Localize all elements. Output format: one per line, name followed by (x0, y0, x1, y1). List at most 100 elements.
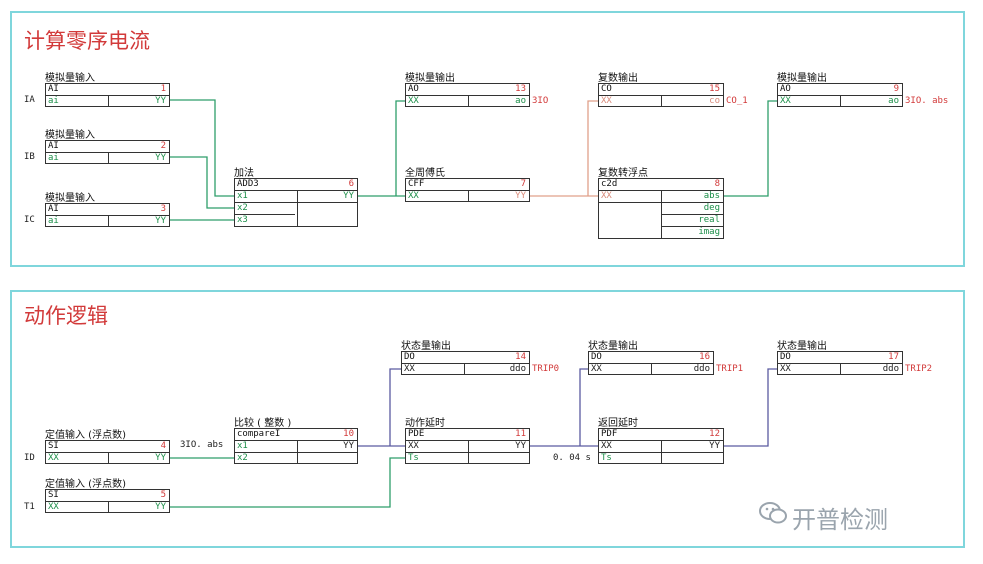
block-label: 加法 (234, 168, 254, 179)
input-pin-xx[interactable]: XX (601, 441, 612, 451)
block-name: DO (404, 352, 415, 362)
block-number: 14 (515, 352, 526, 362)
output-pin-imag[interactable]: imag (698, 227, 720, 237)
input-pin[interactable]: XX (408, 191, 419, 201)
input-pin[interactable]: XX (591, 364, 602, 374)
wire-ai1-add3 (170, 99, 234, 197)
output-pin[interactable]: YY (515, 441, 526, 451)
input-pin[interactable]: ai (48, 216, 59, 226)
output-pin[interactable]: ao (888, 96, 899, 106)
block-number: 13 (515, 84, 526, 94)
output-pin[interactable]: YY (343, 441, 354, 451)
input-pin[interactable]: XX (408, 96, 419, 106)
wire-add3-ao13 (395, 100, 405, 196)
signal-id: ID (24, 453, 35, 463)
block-number: 17 (888, 352, 899, 362)
block-label: 模拟量输入 (45, 193, 95, 204)
block-label: 模拟量输出 (405, 73, 455, 84)
input-pin[interactable]: XX (780, 364, 791, 374)
wire-cff-co15 (587, 100, 598, 196)
input-pin-xx[interactable]: XX (408, 441, 419, 451)
block-number: 15 (709, 84, 720, 94)
input-pin[interactable]: XX (780, 96, 791, 106)
input-pin-x1[interactable]: x1 (237, 191, 248, 201)
input-pin-ts[interactable]: Ts (408, 453, 419, 463)
block-do-14[interactable]: 状态量输出 DO 14 XX ddo (401, 341, 530, 375)
signal-3io: 3IO (532, 96, 549, 106)
block-number: 10 (343, 429, 354, 439)
block-number: 8 (714, 179, 720, 189)
block-name: PDE (408, 429, 425, 439)
input-pin[interactable]: XX (601, 96, 612, 106)
output-pin-abs[interactable]: abs (703, 191, 720, 201)
block-number: 6 (348, 179, 354, 189)
block-label: 状态量输出 (401, 341, 451, 352)
input-pin[interactable]: XX (404, 364, 415, 374)
logic-panel: 动作逻辑 (10, 290, 965, 548)
block-name: CFF (408, 179, 425, 189)
input-pin-x1[interactable]: x1 (237, 441, 248, 451)
wire-pdf-do17 (724, 368, 777, 447)
signal-t1: T1 (24, 502, 35, 512)
block-name: AO (780, 84, 791, 94)
output-pin[interactable]: YY (155, 216, 166, 226)
wire-ai2-add3 (170, 156, 234, 209)
output-pin[interactable]: YY (155, 96, 166, 106)
block-name: SI (48, 441, 59, 451)
signal-trip0: TRIP0 (532, 364, 560, 374)
block-number: 16 (699, 352, 710, 362)
output-pin[interactable]: ao (515, 96, 526, 106)
output-pin-real[interactable]: real (698, 215, 720, 225)
input-pin-ts[interactable]: Ts (601, 453, 612, 463)
block-number: 1 (160, 84, 166, 94)
input-pin[interactable]: XX (601, 191, 612, 201)
calc-panel-title: 计算零序电流 (24, 29, 150, 53)
watermark-text: 开普检测 (792, 506, 888, 534)
output-pin-deg[interactable]: deg (703, 203, 720, 213)
input-pin[interactable]: ai (48, 96, 59, 106)
output-pin[interactable]: YY (155, 153, 166, 163)
signal-ib: IB (24, 152, 35, 162)
output-pin[interactable]: ddo (882, 364, 899, 374)
wechat-icon (759, 502, 787, 524)
input-pin-x2[interactable]: x2 (237, 203, 248, 213)
input-pin[interactable]: ai (48, 153, 59, 163)
block-name: AI (48, 84, 59, 94)
wire-pde-do16 (579, 368, 588, 446)
block-label: 状态量输出 (588, 341, 638, 352)
block-label: 定值输入 (浮点数) (45, 430, 126, 441)
input-pin-x3[interactable]: x3 (237, 215, 248, 225)
block-name: AI (48, 141, 59, 151)
input-pin[interactable]: XX (48, 453, 59, 463)
logic-panel-title: 动作逻辑 (24, 304, 108, 328)
output-pin[interactable]: YY (343, 191, 354, 201)
output-pin[interactable]: YY (155, 502, 166, 512)
input-pin-x2[interactable]: x2 (237, 453, 248, 463)
input-pin[interactable]: XX (48, 502, 59, 512)
signal-co1: CO_1 (726, 96, 748, 106)
output-pin[interactable]: co (709, 96, 720, 106)
output-pin[interactable]: YY (515, 191, 526, 201)
output-pin[interactable]: ddo (693, 364, 710, 374)
output-pin[interactable]: YY (155, 453, 166, 463)
signal-ia: IA (24, 95, 35, 105)
output-pin[interactable]: YY (709, 441, 720, 451)
output-pin[interactable]: ddo (509, 364, 526, 374)
block-label: 模拟量输入 (45, 130, 95, 141)
